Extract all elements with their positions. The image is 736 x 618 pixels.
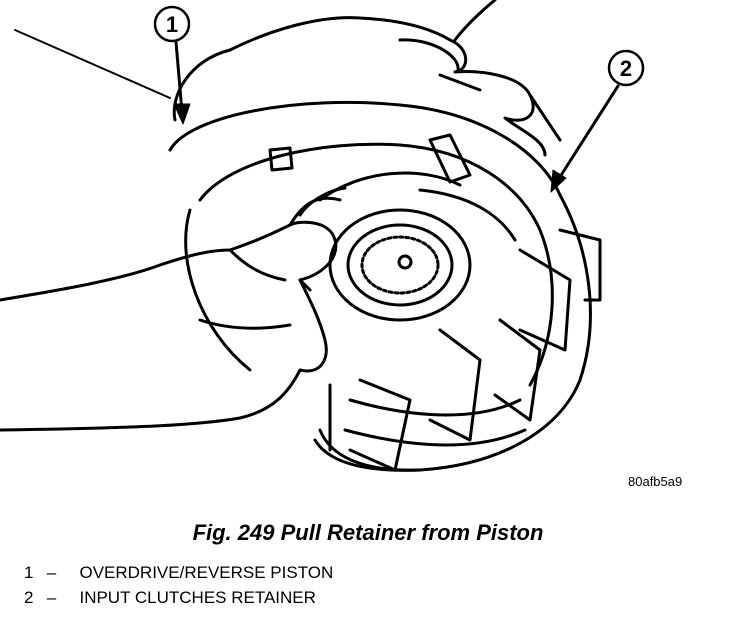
callout-1: 1 [153, 5, 191, 125]
callout-2-arrowhead [550, 169, 567, 193]
lower-hand [0, 196, 342, 432]
legend-item-label: INPUT CLUTCHES RETAINER [79, 588, 316, 607]
retainer-assembly [168, 100, 602, 472]
callout-2-label: 2 [620, 56, 632, 81]
leader-line-1 [14, 29, 171, 99]
figure-caption: Fig. 249 Pull Retainer from Piston [192, 520, 544, 545]
technical-illustration: 1 2 [0, 0, 645, 472]
image-id: 80afb5a9 [628, 474, 683, 489]
legend-item: 2 – INPUT CLUTCHES RETAINER [24, 585, 333, 610]
legend-item-number: 2 [24, 588, 34, 607]
callout-1-label: 1 [166, 12, 178, 37]
legend-item-label: OVERDRIVE/REVERSE PISTON [79, 563, 334, 582]
legend-list: 1 – OVERDRIVE/REVERSE PISTON 2 – INPUT C… [24, 560, 333, 610]
callout-2: 2 [550, 49, 645, 193]
legend-item: 1 – OVERDRIVE/REVERSE PISTON [24, 560, 333, 585]
legend-item-separator: – [46, 588, 57, 607]
legend-item-separator: – [46, 563, 57, 582]
legend-item-number: 1 [24, 563, 34, 582]
callout-2-arrow [556, 84, 620, 182]
callout-1-arrowhead [173, 103, 191, 125]
callout-1-arrow [174, 40, 184, 114]
upper-hand [172, 0, 562, 157]
